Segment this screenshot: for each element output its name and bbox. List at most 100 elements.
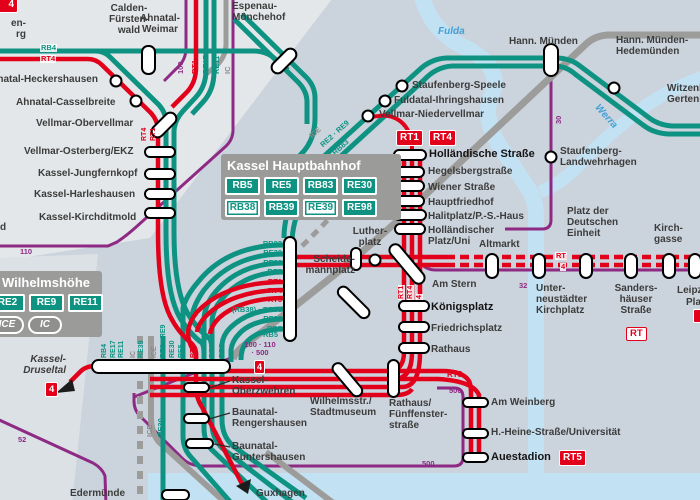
line-label-ic: IC bbox=[223, 66, 232, 75]
station-label: Vellmar-Niedervellmar bbox=[379, 109, 485, 120]
station-label: Ahnatal-Casselbreite bbox=[16, 97, 116, 108]
station-label: Kirch- gasse bbox=[654, 223, 683, 246]
line-label-100: 100 bbox=[176, 61, 185, 74]
station-label: Königsplatz bbox=[431, 301, 494, 313]
hbf-line-stack: RB83 RE39 RE30 RE5 RT1 RT4 RT5 (RB38) · … bbox=[208, 239, 282, 333]
station-label: Rathaus/ Fünffenster- straße bbox=[389, 398, 448, 432]
station-label: Kassel- Druseltal bbox=[23, 354, 66, 377]
station-label-clipped: d bbox=[0, 222, 7, 233]
station-label: Rathaus bbox=[431, 344, 471, 355]
line-badge-4: 4 bbox=[254, 360, 266, 374]
line-label-rb38-rb39: (RB38) · RB39 bbox=[231, 304, 282, 314]
line-label-rt4: RT4 bbox=[40, 54, 57, 63]
line-label-rb4: RB4 bbox=[101, 343, 108, 358]
line-label-re17: RE17 bbox=[201, 55, 210, 74]
line-label-500: 500 bbox=[449, 386, 462, 395]
line-label-rt5: RT5 bbox=[447, 370, 463, 379]
label-connectors bbox=[208, 380, 231, 448]
station-label: Wilhelmsstr./ Stadtmuseum bbox=[310, 396, 377, 419]
line-label-rt1: RT1 bbox=[267, 276, 282, 286]
station-label: Am Stern bbox=[432, 279, 477, 290]
line-label-500: 500 bbox=[422, 459, 435, 468]
line-label-re5: RE5 bbox=[267, 267, 282, 277]
wilhelmshoehe-title: Wilhelmshöhe bbox=[2, 275, 91, 290]
line-label-rb4: RB4 bbox=[40, 43, 58, 52]
line-label-re98: RE98 bbox=[209, 340, 216, 358]
station-label: Altmarkt bbox=[479, 239, 520, 250]
station-label: Unter- neustädter Kirchplatz bbox=[536, 283, 588, 317]
line-label-rb5: RB5 bbox=[263, 330, 279, 339]
station-label: Holländische Straße bbox=[429, 148, 535, 160]
line-badge-re9: RE9 bbox=[29, 294, 64, 312]
station-label: Am Weinberg bbox=[491, 397, 556, 408]
station-label: Fuldatal-Ihringshausen bbox=[394, 95, 505, 106]
line-label-re30: RE30 bbox=[263, 257, 282, 267]
hauptbahnhof-infobox: Kassel Hauptbahnhof RB5 RE5 RB83 RE30 RB… bbox=[221, 154, 401, 220]
line-label-ic: IC bbox=[130, 351, 137, 358]
station-label: Hann. Münden bbox=[509, 36, 578, 47]
station-label: Ahnatal- Weimar bbox=[140, 13, 180, 36]
line-label-30: 30 bbox=[554, 115, 563, 124]
direction-arrows bbox=[56, 379, 251, 494]
station-label: Auestadion bbox=[491, 451, 551, 463]
station-label: Staufenberg-Speele bbox=[412, 80, 506, 91]
line-badge-ic: IC bbox=[28, 316, 62, 334]
line-label-rb83: RB83 bbox=[262, 239, 282, 248]
line-label-re39: RE39 bbox=[138, 340, 145, 358]
line-label-52: 52 bbox=[18, 435, 27, 444]
line-label-rb5: RB5 bbox=[219, 343, 226, 358]
station-label: Kassel-Kirchditmold bbox=[39, 212, 137, 223]
station-label: Hann. Münden- Hedemünden bbox=[616, 35, 689, 58]
station-label: Staufenberg- Landwehrhagen bbox=[560, 146, 637, 169]
line-label-rt1: RT1 bbox=[190, 59, 199, 74]
line-badge-4: 4 bbox=[45, 382, 59, 397]
line-badge-re98: RE98 bbox=[342, 199, 377, 217]
line-label-ice: ICE bbox=[151, 346, 158, 358]
station-label: Hegelsbergstraße bbox=[428, 166, 513, 177]
line-badge-clipped bbox=[693, 309, 700, 323]
wilhelmshoehe-infobox: Wilhelmshöhe RE2 RE9 RE11 ICE IC bbox=[0, 271, 103, 337]
station-label-clipped: Leipziger bbox=[677, 285, 700, 296]
station-label-clipped: Edermünde bbox=[70, 488, 126, 499]
station-label: Espenau- Mönchehof bbox=[232, 1, 286, 24]
line-label-4: 4 bbox=[560, 262, 567, 271]
tram-lines-red bbox=[0, 0, 700, 486]
line-badge-rb38: RB38 bbox=[225, 199, 260, 217]
line-label-32: 32 bbox=[519, 281, 528, 290]
station-label: Vellmar-Osterberg/EKZ bbox=[24, 146, 134, 157]
station-label-clipped: Platz bbox=[686, 297, 700, 308]
line-badge-rb83: RB83 bbox=[303, 177, 338, 195]
line-label-re17: RE17 bbox=[110, 340, 117, 358]
station-label: Scheide- mannplatz bbox=[305, 254, 355, 277]
station-label: H.-Heine-Straße/Universität bbox=[491, 427, 621, 438]
line-label-re11: RE11 bbox=[118, 340, 125, 358]
station-markers bbox=[91, 43, 700, 500]
hauptbahnhof-title: Kassel Hauptbahnhof bbox=[227, 158, 361, 173]
station-label: Holländischer Platz/Uni bbox=[428, 225, 495, 248]
line-badge-re5: RE5 bbox=[264, 177, 299, 195]
line-badge-ice: ICE bbox=[0, 316, 24, 334]
station-label-clipped: Witzenhausen Gertenbach bbox=[667, 83, 700, 106]
line-badge-rb39: RB39 bbox=[264, 199, 299, 217]
station-label: Halitplatz/P.-S.-Haus bbox=[428, 211, 524, 222]
line-label-rt4: RT4 bbox=[407, 284, 414, 300]
station-label: Baunatal- Rengershausen bbox=[232, 407, 308, 430]
line-label-re98: RE98 bbox=[263, 314, 282, 324]
line-label-110: 110 bbox=[20, 247, 33, 256]
station-label: Sanders- häuser Straße bbox=[614, 283, 658, 317]
line-label-rt1: RT1 bbox=[398, 284, 405, 300]
line-badge-re39: RE39 bbox=[303, 199, 338, 217]
line-label-100-110-500: 100 · 110 · 500 bbox=[244, 340, 276, 357]
line-badge-rt5: RT5 bbox=[559, 450, 586, 466]
station-label: Platz der Deutschen Einheit bbox=[567, 206, 619, 240]
line-label-4: 4 bbox=[416, 294, 423, 300]
line-label-rt4: RT4 bbox=[267, 286, 282, 296]
station-label: Wiener Straße bbox=[428, 182, 496, 193]
line-label-re5: RE5 bbox=[178, 344, 185, 358]
river-lines bbox=[414, 0, 700, 478]
line-badge-rt-outline: RT bbox=[626, 327, 647, 341]
